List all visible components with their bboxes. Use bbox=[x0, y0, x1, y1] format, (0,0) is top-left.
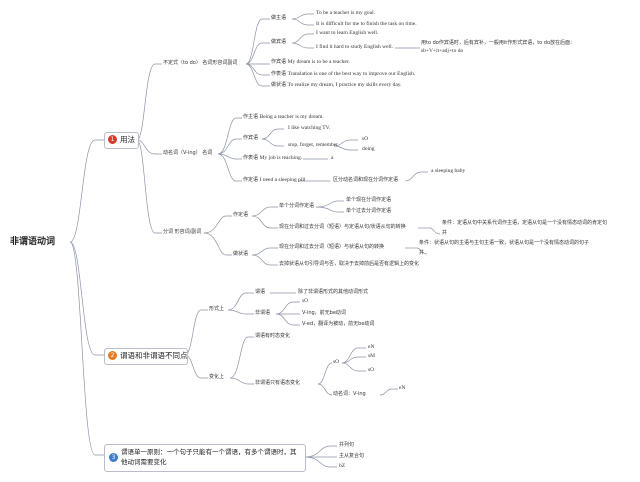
predicate-change: 谓语有时态变化 bbox=[255, 333, 291, 339]
ving-node: 动名词：V-ing bbox=[333, 391, 366, 397]
ving-form: eN bbox=[399, 385, 406, 391]
topic-differences-label: 谓语和非谓语不同点 bbox=[120, 351, 188, 360]
example-sentence: I find it hard to study English well. bbox=[316, 44, 393, 50]
gerund-object-sub: doing bbox=[362, 146, 375, 152]
number-badge-1: 1 bbox=[108, 135, 117, 144]
change-difference[interactable]: 变化上 bbox=[209, 374, 225, 380]
form-difference[interactable]: 形式上 bbox=[209, 306, 225, 312]
nonpredicate-form: V-ed，翻译为被动，前无be动词 bbox=[302, 321, 375, 327]
single-present-participle: 单个现在分词作定语 bbox=[346, 197, 392, 203]
infinitive-node[interactable]: 不定式（to do） 名词形容词副词 bbox=[163, 60, 238, 66]
object-note-line-2: sb+V+it+adj+to do bbox=[421, 48, 464, 54]
to-do-node: sO bbox=[333, 359, 340, 365]
gerund-subject[interactable]: 作主语 Being a teacher is my dream. bbox=[243, 114, 324, 120]
gerund-predicative-tag: a bbox=[331, 155, 334, 161]
nonpredicate-form: sO bbox=[302, 298, 309, 304]
rule-line-2: 他动词需要变化 bbox=[121, 458, 167, 466]
gerund-predicative[interactable]: 作表语 My job is teaching. bbox=[243, 155, 303, 161]
example-sentence: I want to learn English well. bbox=[316, 30, 379, 36]
form-nonpredicate[interactable]: 非谓语 bbox=[255, 310, 271, 316]
rule-item: 并列句 bbox=[339, 442, 355, 448]
object-note-line-1: 用to do作宾语时，后有宾补，一般用it作形式宾语，to do放在后面： bbox=[421, 40, 576, 46]
to-do-form: eN bbox=[368, 344, 375, 350]
example-sentence: It is difficult for me to finish the tas… bbox=[316, 21, 417, 27]
adverbial-conversion[interactable]: 现在分词和过去分词（短语）与状语从句的转换 bbox=[279, 244, 385, 250]
nonpredicate-form: V-ing，前无be动词 bbox=[302, 310, 346, 316]
rule-item: bZ bbox=[339, 463, 346, 469]
adverbial-condition-tag: 并 bbox=[419, 250, 425, 256]
rule-line-1: 谓语单一原则：一个句子只能有一个谓语，有多个谓语时，其 bbox=[121, 448, 297, 456]
to-do-form: sM bbox=[368, 353, 376, 359]
infinitive-object[interactable]: 做宾语 bbox=[271, 39, 287, 45]
infinitive-subject[interactable]: 做主语 bbox=[271, 15, 287, 21]
gerund-attributive[interactable]: 作定语 I need a sleeping pill bbox=[243, 177, 306, 183]
number-badge-2: 2 bbox=[108, 351, 117, 360]
participle-attributive[interactable]: 作定语 bbox=[233, 212, 249, 218]
example-sentence: To be a teacher is my goal. bbox=[316, 10, 376, 16]
gerund-object[interactable]: 作宾语 bbox=[243, 135, 259, 141]
topic-usage-label: 用法 bbox=[120, 135, 135, 144]
number-badge-3: 3 bbox=[109, 453, 118, 462]
gerund-attributive-note: 区分动名词和现在分词作定语 bbox=[333, 177, 399, 183]
nonpredicate-change[interactable]: 非谓语只有语态变化 bbox=[255, 380, 301, 386]
single-participle[interactable]: 单个分词作定语 bbox=[279, 203, 315, 209]
adverbial-note: 去掉状语从句引导词与否，取决于去掉前后是否有逻辑上的变化 bbox=[279, 261, 420, 267]
to-do-form: sO bbox=[368, 367, 375, 373]
attributive-condition-tag: 并 bbox=[442, 230, 448, 236]
example-sentence: I like watching TV. bbox=[288, 125, 331, 131]
form-predicate[interactable]: 谓语 bbox=[255, 289, 266, 295]
rule-item: 主从复合句 bbox=[339, 453, 365, 459]
topic-single-predicate-rule[interactable]: 3 谓语单一原则：一个句子只能有一个谓语，有多个谓语时，其 他动词需要变化 bbox=[104, 444, 306, 472]
participle-node[interactable]: 分词 形容词/副词 bbox=[163, 229, 202, 235]
gerund-attributive-sub: a sleeping baby bbox=[431, 168, 466, 174]
gerund-node[interactable]: 动名词（V-ing） 名词 bbox=[163, 150, 213, 156]
single-past-participle: 单个过去分词作定语 bbox=[346, 208, 392, 214]
adverbial-condition: 条件：状语从句的主语与主句主语一致，状语从句是一个没有情态动词的句子 bbox=[419, 240, 590, 246]
infinitive-adverbial[interactable]: 做状语 To realize my dream, I practice my s… bbox=[271, 82, 402, 88]
root-topic[interactable]: 非谓语动词 bbox=[10, 237, 56, 247]
example-sentence: stop, forget, remember bbox=[288, 142, 338, 148]
infinitive-predicative-2[interactable]: 作表语 Translation is one of the best way t… bbox=[271, 71, 416, 77]
attributive-conversion[interactable]: 现在分词和过去分词（短语）与定语从句/状语从句的转换 bbox=[279, 224, 406, 230]
gerund-object-sub: sO bbox=[362, 136, 369, 142]
infinitive-predicative[interactable]: 作宾语 My dream is to be a teacher. bbox=[271, 59, 350, 65]
attributive-condition: 条件：定语从句中关系代词作主语，定语从句是一个没有情态动词的肯定句 bbox=[442, 220, 608, 226]
form-predicate-desc: 除了非谓语形式的其他动词形式 bbox=[298, 289, 369, 295]
participle-adverbial[interactable]: 做状语 bbox=[233, 251, 249, 257]
